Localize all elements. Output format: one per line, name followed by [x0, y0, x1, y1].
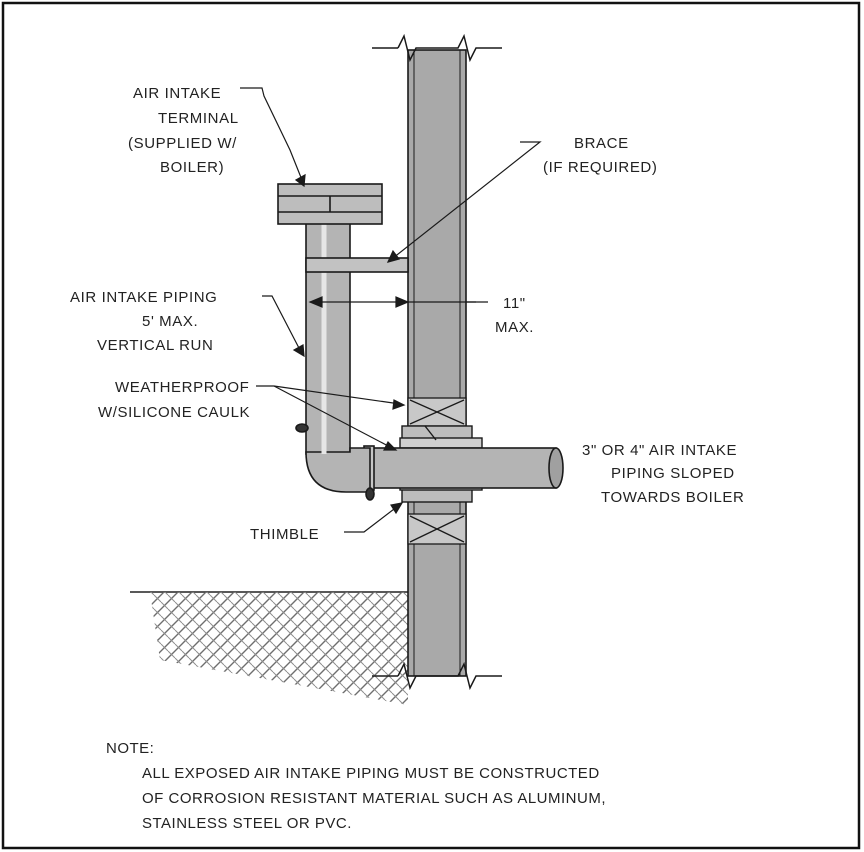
brace [305, 257, 409, 273]
wall [407, 49, 467, 677]
label-terminal-line4: BOILER) [160, 159, 224, 176]
label-clearance: 11" MAX. [495, 295, 534, 336]
label-thimble: THIMBLE [250, 526, 319, 543]
label-brace: BRACE (IF REQUIRED) [543, 135, 657, 176]
note: NOTE: ALL EXPOSED AIR INTAKE PIPING MUST… [106, 740, 606, 832]
label-terminal: AIR INTAKE TERMINAL (SUPPLIED W/ BOILER) [128, 85, 239, 176]
horizontal-pipe [363, 445, 564, 491]
label-piping-line3: VERTICAL RUN [97, 337, 213, 354]
label-horizontal-line3: TOWARDS BOILER [601, 489, 744, 506]
label-horizontal-line2: PIPING SLOPED [611, 465, 735, 482]
air-intake-terminal [277, 183, 383, 225]
label-horizontal-line1: 3" OR 4" AIR INTAKE [582, 442, 737, 459]
label-terminal-line1: AIR INTAKE [133, 85, 221, 102]
label-weatherproof-line1: WEATHERPROOF [115, 379, 249, 396]
label-weatherproof-line2: W/SILICONE CAULK [98, 404, 250, 421]
label-weatherproof: WEATHERPROOF W/SILICONE CAULK [98, 379, 250, 421]
note-line-2: OF CORROSION RESISTANT MATERIAL SUCH AS … [142, 790, 606, 807]
break-line-bottom [372, 661, 502, 691]
label-horizontal-pipe: 3" OR 4" AIR INTAKE PIPING SLOPED TOWARD… [582, 442, 744, 506]
dimension-11in [308, 296, 488, 308]
label-piping-line1: AIR INTAKE PIPING [70, 289, 217, 306]
note-line-1: ALL EXPOSED AIR INTAKE PIPING MUST BE CO… [142, 765, 600, 782]
leader-lines [240, 87, 542, 533]
label-terminal-line3: (SUPPLIED W/ [128, 135, 237, 152]
label-clearance-value: 11" [503, 295, 526, 312]
label-terminal-line2: TERMINAL [158, 110, 239, 127]
break-line-top [372, 33, 502, 63]
note-line-3: STAINLESS STEEL OR PVC. [142, 815, 352, 832]
wall-block-lower [407, 513, 467, 545]
label-piping-line2: 5' MAX. [142, 313, 198, 330]
label-clearance-max: MAX. [495, 319, 534, 336]
label-piping: AIR INTAKE PIPING 5' MAX. VERTICAL RUN [70, 289, 217, 354]
note-heading: NOTE: [106, 740, 154, 757]
label-brace-line2: (IF REQUIRED) [543, 159, 657, 176]
ground-hatch [130, 591, 408, 705]
label-brace-line1: BRACE [574, 135, 629, 152]
wall-block-upper [407, 397, 467, 427]
